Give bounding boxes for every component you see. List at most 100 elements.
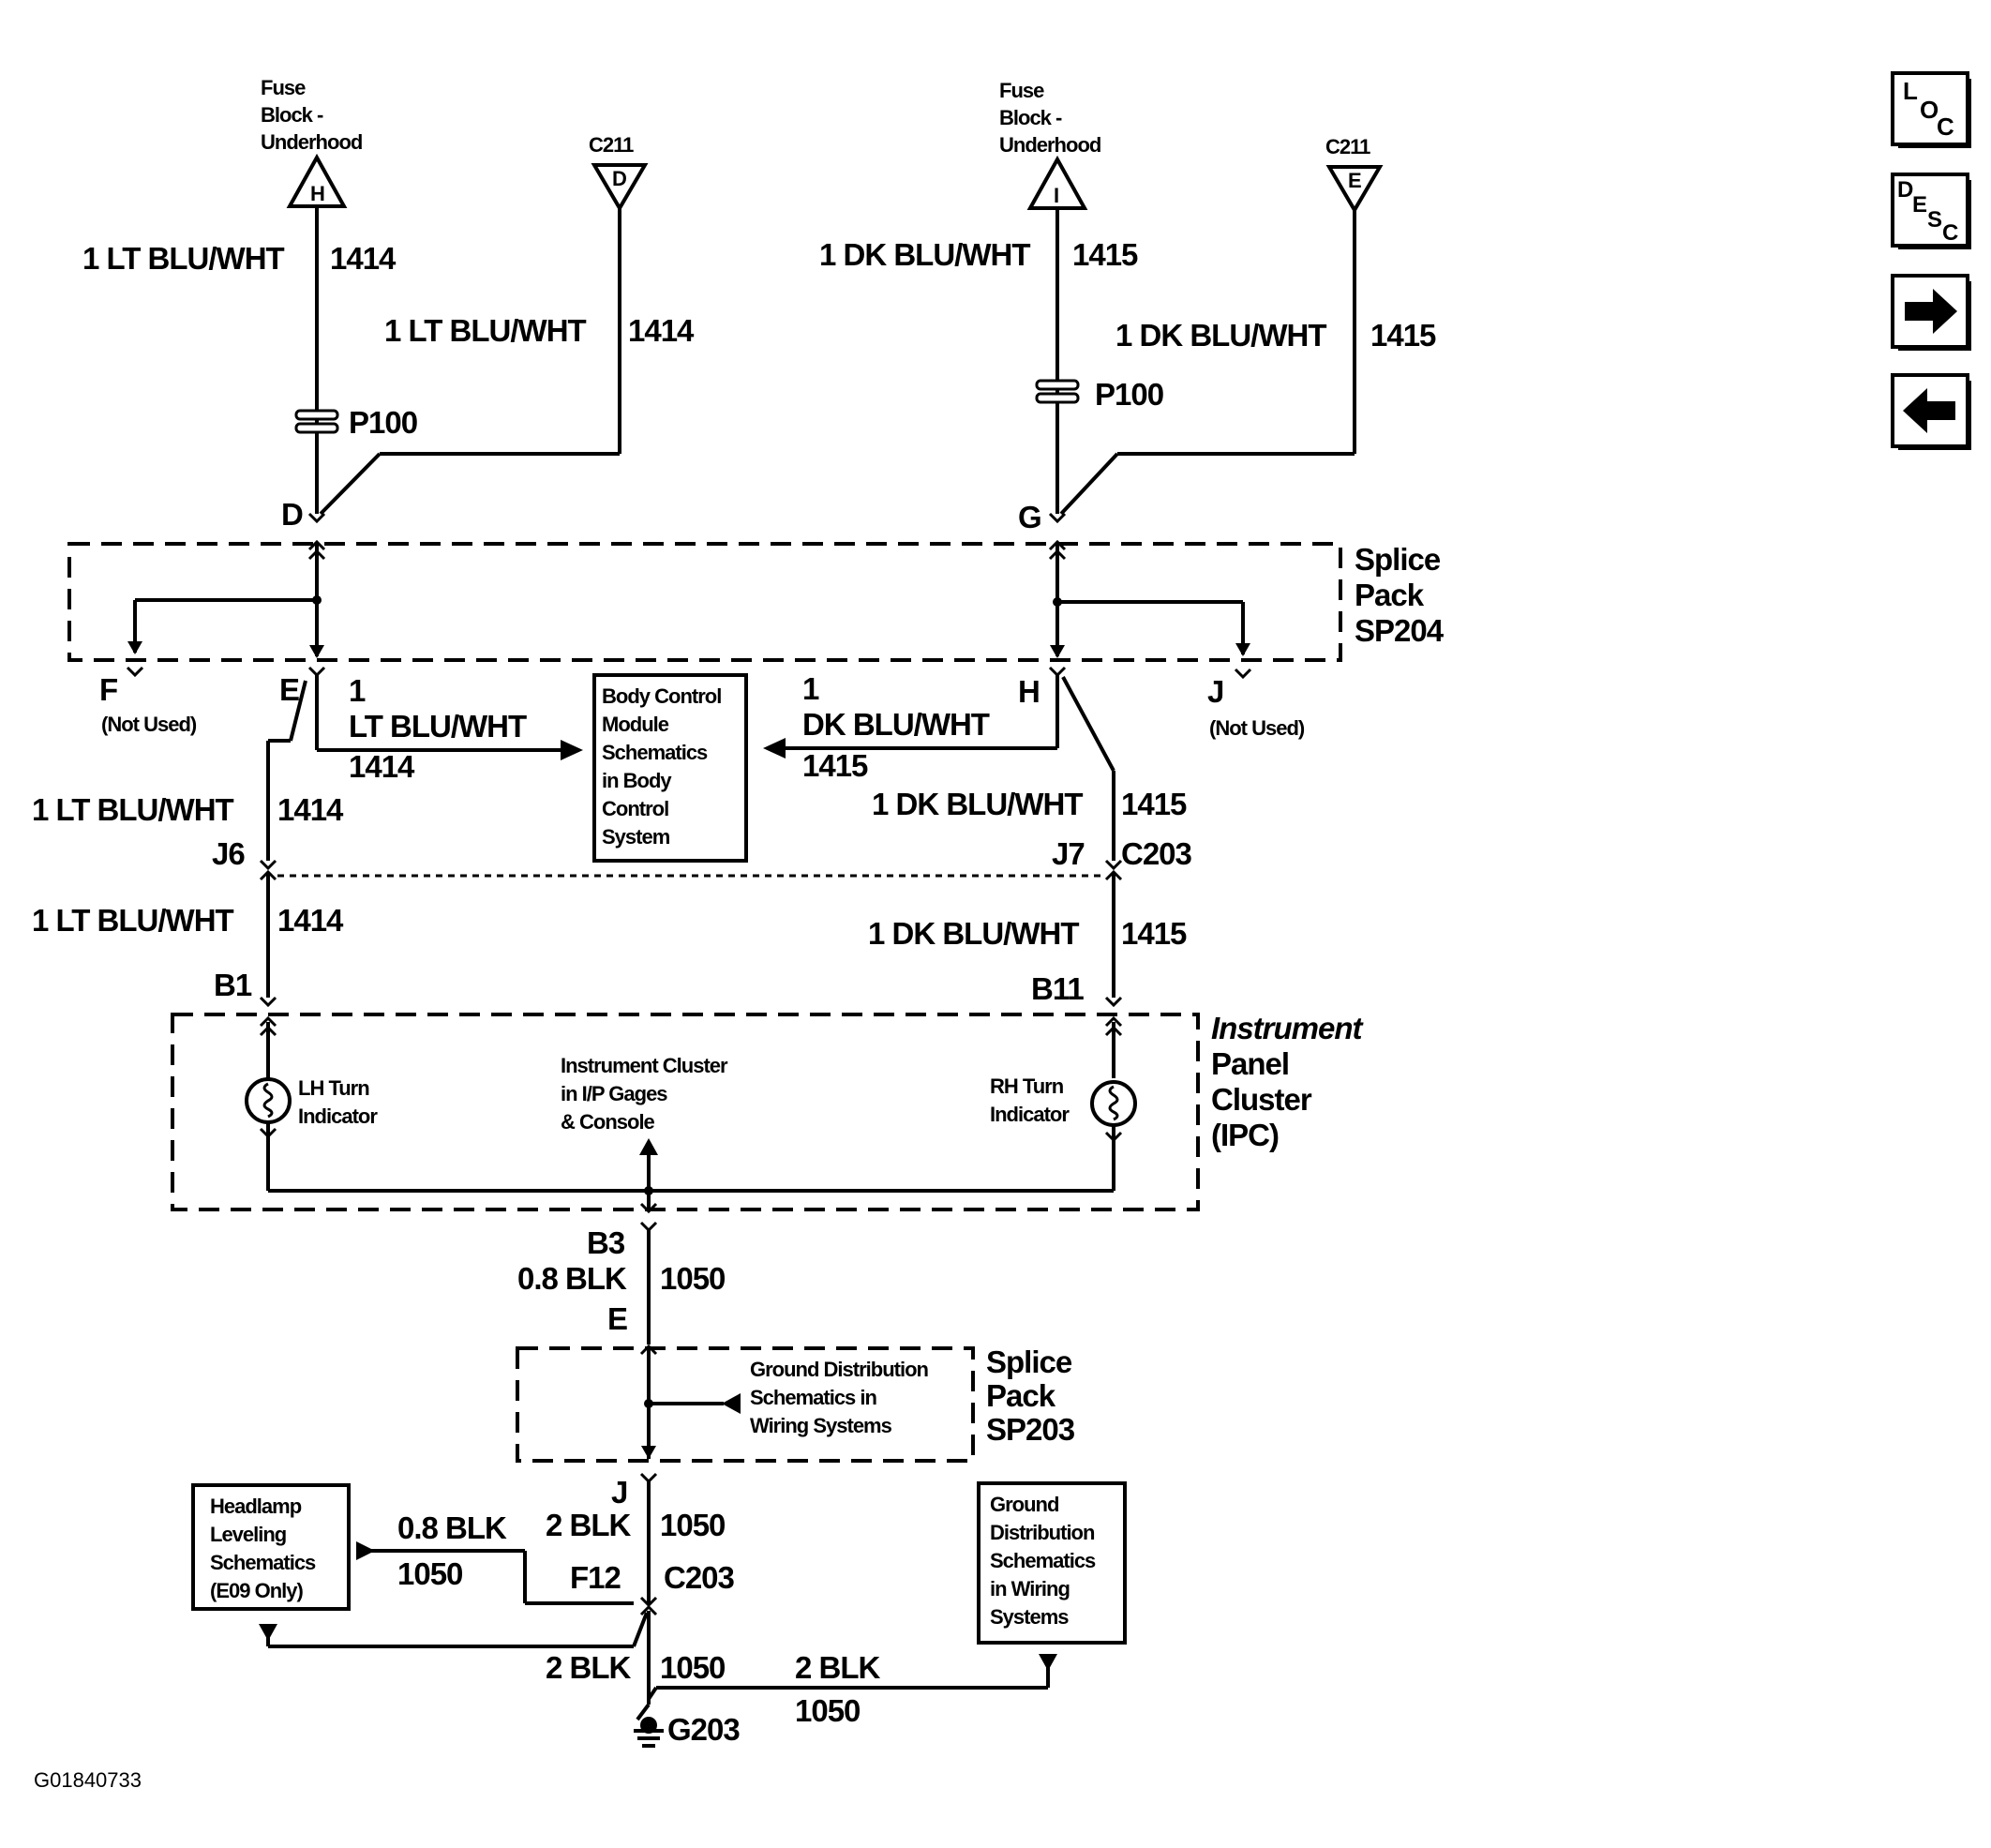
wire-label-dk-low: 1 DK BLU/WHT bbox=[868, 916, 1079, 951]
sp204-pin-j: J bbox=[1207, 674, 1223, 709]
ipc-label-1: Instrument bbox=[1211, 1011, 1365, 1045]
ipc-label-3: Cluster bbox=[1211, 1082, 1312, 1117]
ground-wire-label-3: 2 BLK bbox=[546, 1650, 632, 1685]
sp204-label-3: SP204 bbox=[1355, 613, 1445, 648]
sp204-pin-g: G bbox=[1018, 500, 1041, 534]
gnd-ref-line-5: Systems bbox=[990, 1605, 1069, 1629]
lh-turn-label-2: Indicator bbox=[298, 1104, 378, 1128]
bcm-wire-left-color: LT BLU/WHT bbox=[349, 709, 527, 744]
ground-g203-icon bbox=[634, 1717, 664, 1748]
sp204-label-2: Pack bbox=[1355, 578, 1425, 612]
circuit-1415-top: 1415 bbox=[1072, 237, 1138, 272]
fuse-block-label-right-2: Block - bbox=[999, 106, 1062, 129]
bcm-line-2: Module bbox=[602, 713, 669, 736]
sp204-pin-f: F bbox=[99, 672, 117, 707]
headlamp-wire-circuit: 1050 bbox=[397, 1556, 462, 1591]
gnd-ref-line-2: Distribution bbox=[990, 1521, 1095, 1544]
sp203-label-1: Splice bbox=[986, 1345, 1072, 1379]
c203-pin-j7: J7 bbox=[1052, 836, 1085, 871]
c203-label-top: C203 bbox=[1121, 836, 1192, 871]
ground-distribution-box[interactable] bbox=[977, 1481, 1127, 1645]
rh-turn-label-2: Indicator bbox=[990, 1103, 1070, 1126]
figure-id: G01840733 bbox=[34, 1768, 142, 1792]
sp204-not-used-j: (Not Used) bbox=[1209, 716, 1305, 740]
bcm-wire-left-gauge: 1 bbox=[349, 673, 366, 708]
wire-label-lt-c211: 1 LT BLU/WHT bbox=[384, 313, 587, 348]
desc-d: D bbox=[1897, 177, 1913, 203]
next-arrow-button[interactable] bbox=[1891, 274, 1971, 351]
bcm-wire-right-circuit: 1415 bbox=[802, 748, 868, 783]
bcm-line-3: Schematics bbox=[602, 741, 708, 764]
loc-l: L bbox=[1903, 77, 1918, 105]
ground-circuit-1050-2: 1050 bbox=[660, 1508, 725, 1542]
ipc-box bbox=[171, 1013, 1200, 1211]
gnd-ref-line-3: Schematics bbox=[990, 1549, 1096, 1572]
ground-g203-label: G203 bbox=[667, 1712, 740, 1747]
sp203-label-3: SP203 bbox=[986, 1412, 1075, 1447]
wire-label-lt-low: 1 LT BLU/WHT bbox=[32, 903, 234, 938]
fuse-terminal-h-letter: H bbox=[310, 182, 324, 205]
loc-button[interactable]: L O C bbox=[1891, 71, 1971, 148]
c211-terminal-e-icon bbox=[1325, 165, 1384, 214]
circuit-1415-c211: 1415 bbox=[1370, 318, 1436, 353]
desc-c: C bbox=[1942, 220, 1958, 246]
desc-e: E bbox=[1912, 192, 1927, 218]
ipc-pin-b11: B11 bbox=[1031, 971, 1084, 1006]
ground-wire-label-1: 0.8 BLK bbox=[517, 1261, 627, 1296]
splice-pack-sp203-box bbox=[516, 1346, 975, 1463]
sp203-ref-3: Wiring Systems bbox=[750, 1414, 892, 1437]
sp204-label-1: Splice bbox=[1355, 542, 1441, 577]
c211-label-right: C211 bbox=[1325, 135, 1370, 158]
bcm-reference-box[interactable] bbox=[592, 673, 748, 863]
headlamp-leveling-box[interactable] bbox=[191, 1483, 351, 1611]
arrow-right-icon bbox=[1905, 289, 1957, 334]
rh-turn-label-1: RH Turn bbox=[990, 1074, 1064, 1098]
ipc-label-2: Panel bbox=[1211, 1046, 1289, 1081]
headlamp-line-2: Leveling bbox=[210, 1523, 286, 1546]
headlamp-line-1: Headlamp bbox=[210, 1495, 302, 1518]
bcm-wire-left-circuit: 1414 bbox=[349, 749, 415, 784]
circuit-1414-c211: 1414 bbox=[628, 313, 695, 348]
gnd-ref-line-4: in Wiring bbox=[990, 1577, 1070, 1600]
sp204-pin-d: D bbox=[281, 497, 303, 532]
p100-label-right: P100 bbox=[1095, 377, 1163, 412]
fuse-block-label-right-1: Fuse bbox=[999, 79, 1044, 102]
wire-label-lt-top: 1 LT BLU/WHT bbox=[82, 241, 285, 276]
ipc-pin-b3: B3 bbox=[587, 1225, 625, 1260]
lh-turn-label-1: LH Turn bbox=[298, 1076, 369, 1100]
ground-dist-wire-gauge: 2 BLK bbox=[795, 1650, 881, 1685]
headlamp-wire-gauge: 0.8 BLK bbox=[397, 1510, 507, 1545]
circuit-1415-mid: 1415 bbox=[1121, 787, 1187, 821]
bcm-line-6: System bbox=[602, 825, 670, 849]
wire-label-dk-c211: 1 DK BLU/WHT bbox=[1115, 318, 1326, 353]
p100-label-left: P100 bbox=[349, 405, 417, 440]
ground-wire-label-2: 2 BLK bbox=[546, 1508, 632, 1542]
c211-terminal-d-letter: D bbox=[612, 167, 626, 190]
wire-label-dk-mid: 1 DK BLU/WHT bbox=[872, 787, 1083, 821]
prev-arrow-button[interactable] bbox=[1891, 373, 1971, 450]
ipc-pin-b1: B1 bbox=[214, 968, 252, 1002]
wire-label-dk-top: 1 DK BLU/WHT bbox=[819, 237, 1030, 272]
fuse-block-label-left-3: Underhood bbox=[261, 130, 362, 154]
fuse-terminal-i-letter: I bbox=[1054, 184, 1058, 207]
ipc-ref-2: in I/P Gages bbox=[561, 1082, 667, 1105]
ground-circuit-1050-1: 1050 bbox=[660, 1261, 725, 1296]
c211-terminal-d-icon bbox=[591, 163, 649, 212]
fuse-block-label-left-1: Fuse bbox=[261, 76, 306, 99]
bcm-line-5: Control bbox=[602, 797, 668, 820]
fuse-block-label-right-3: Underhood bbox=[999, 133, 1100, 157]
ipc-label-4: (IPC) bbox=[1211, 1118, 1279, 1152]
c203-label-bottom: C203 bbox=[664, 1560, 735, 1595]
wire-label-lt-mid: 1 LT BLU/WHT bbox=[32, 792, 234, 827]
headlamp-line-3: Schematics bbox=[210, 1551, 316, 1574]
bcm-line-1: Body Control bbox=[602, 684, 721, 708]
desc-button[interactable]: D E S C bbox=[1891, 173, 1971, 249]
sp204-not-used-f: (Not Used) bbox=[101, 713, 197, 736]
c203-pin-j6: J6 bbox=[212, 836, 245, 871]
ground-circuit-1050-3: 1050 bbox=[660, 1650, 725, 1685]
arrow-left-icon bbox=[1903, 388, 1955, 433]
ground-dist-wire-circuit: 1050 bbox=[795, 1693, 860, 1728]
sp204-pin-e: E bbox=[279, 672, 299, 707]
sp203-pin-j: J bbox=[611, 1475, 627, 1510]
